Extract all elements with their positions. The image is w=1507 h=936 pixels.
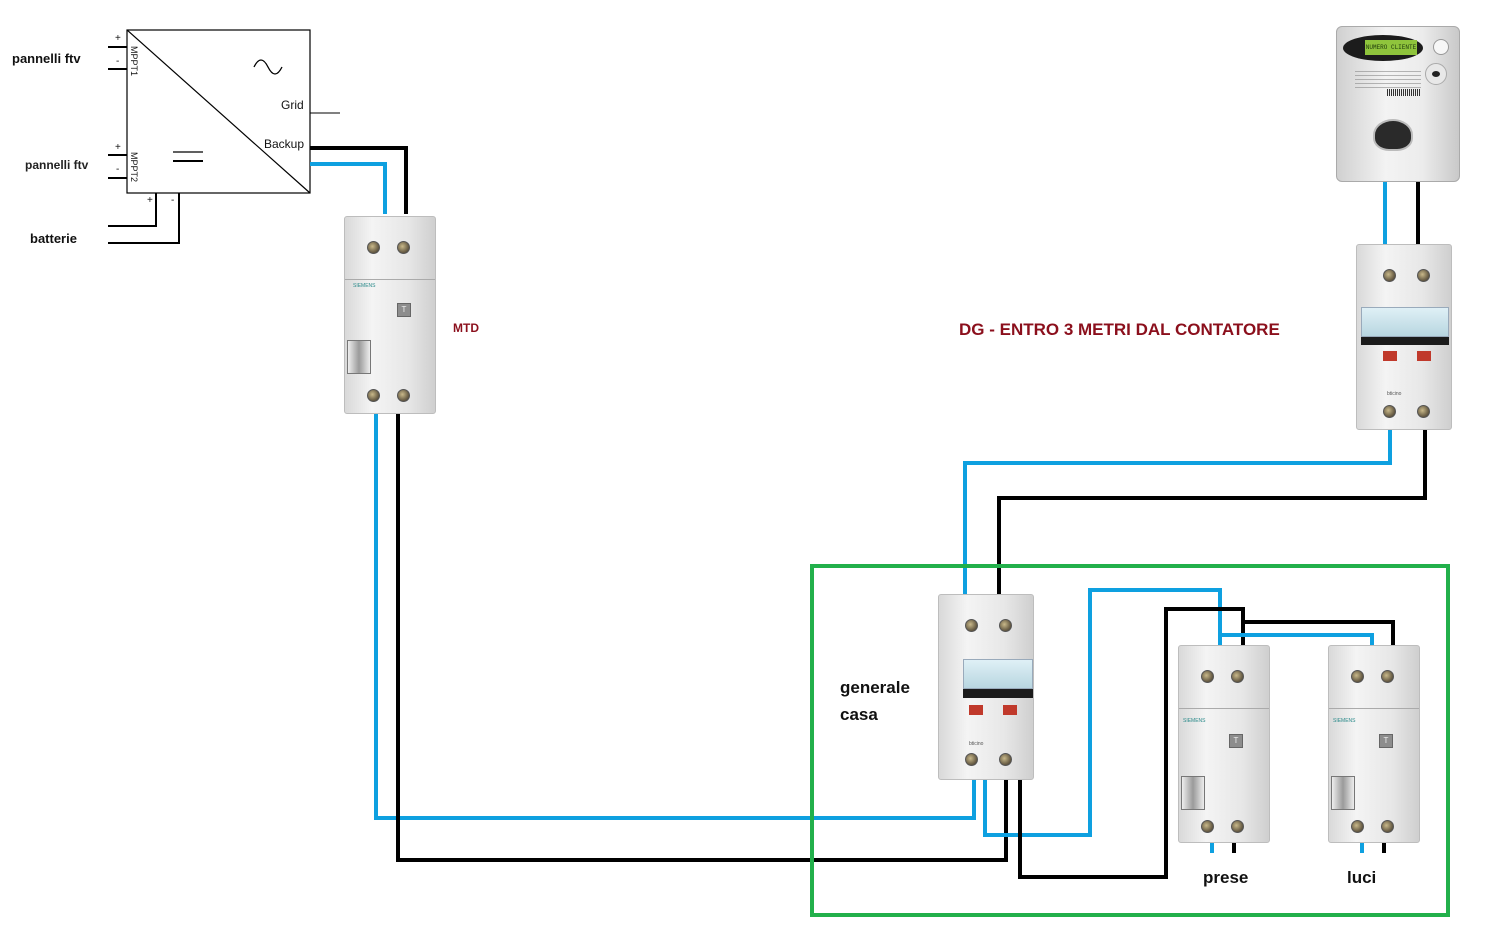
- meter-button[interactable]: [1433, 39, 1449, 55]
- luci-rcbo[interactable]: SIEMENS T: [1328, 645, 1420, 843]
- mppt2-minus-sign: -: [116, 164, 120, 175]
- mppt1-minus-sign: -: [116, 56, 120, 67]
- terminal-screw-icon: [397, 241, 410, 254]
- housing-seam: [1329, 708, 1419, 709]
- battery-minus-sign: -: [171, 195, 175, 206]
- mppt2-plus-sign: +: [115, 142, 121, 153]
- terminal-screw-icon: [1351, 670, 1364, 683]
- inverter-diagonal: [126, 29, 311, 194]
- terminal-screw-icon: [965, 619, 978, 632]
- terminal-screw-icon: [999, 753, 1012, 766]
- housing-seam: [345, 279, 435, 280]
- barcode-icon: [1387, 89, 1421, 96]
- terminal-screw-icon: [1201, 820, 1214, 833]
- backup-label: Backup: [264, 137, 305, 151]
- dg-label: DG - ENTRO 3 METRI DAL CONTATORE: [959, 320, 1280, 339]
- terminal-screw-icon: [1381, 820, 1394, 833]
- toggle-lever[interactable]: [1331, 776, 1355, 810]
- battery-plus-wire: [108, 193, 157, 227]
- dg-main-breaker[interactable]: bticino: [1356, 244, 1452, 430]
- meter-optical-port-icon: [1425, 63, 1447, 85]
- pv2-label: pannelli ftv: [25, 158, 89, 172]
- terminal-screw-icon: [1351, 820, 1364, 833]
- dg-neutral-wire: [963, 420, 1392, 598]
- brand-label: bticino: [1387, 391, 1402, 397]
- toggle-lever-red[interactable]: [1417, 351, 1431, 361]
- housing-seam: [1179, 708, 1269, 709]
- mtd-label: MTD: [453, 321, 479, 335]
- generale-casa-breaker[interactable]: bticino: [938, 594, 1034, 780]
- meter-specs-text: [1355, 71, 1421, 89]
- brand-label: SIEMENS: [353, 283, 376, 289]
- toggle-lever[interactable]: [1181, 776, 1205, 810]
- mtd-rcbo[interactable]: SIEMENS T: [344, 216, 436, 414]
- terminal-screw-icon: [1417, 405, 1430, 418]
- terminal-screw-icon: [965, 753, 978, 766]
- battery-label: batterie: [30, 231, 77, 246]
- terminal-screw-icon: [1383, 405, 1396, 418]
- terminal-screw-icon: [367, 389, 380, 402]
- generale-casa-label-line2: casa: [840, 705, 878, 724]
- terminal-screw-icon: [1231, 820, 1244, 833]
- mtd-neutral-wire: [374, 412, 976, 820]
- mppt1-label: MPPT1: [129, 46, 139, 77]
- mppt2-label: MPPT2: [129, 152, 139, 183]
- terminal-screw-icon: [397, 389, 410, 402]
- backup-phase-wire: [310, 146, 408, 214]
- generale-neutral-out-wire: [983, 588, 1222, 837]
- luci-label: luci: [1347, 868, 1377, 887]
- ac-symbol-icon: [253, 59, 283, 75]
- label-window: [963, 659, 1033, 689]
- grid-label: Grid: [281, 98, 304, 112]
- toggle-lever[interactable]: [347, 340, 371, 374]
- generale-casa-label: generale casa: [840, 674, 910, 728]
- energy-meter: NUMERO CLIENTE: [1336, 26, 1460, 182]
- toggle-lever-red[interactable]: [1383, 351, 1397, 361]
- label-window: [1361, 307, 1449, 337]
- toggle-lever-red[interactable]: [969, 705, 983, 715]
- test-button[interactable]: T: [1229, 734, 1243, 748]
- brand-label: SIEMENS: [1183, 718, 1206, 724]
- brand-label: bticino: [969, 741, 984, 747]
- prese-rcbo[interactable]: SIEMENS T: [1178, 645, 1270, 843]
- test-button[interactable]: T: [1379, 734, 1393, 748]
- pv1-label: pannelli ftv: [12, 51, 81, 66]
- terminal-screw-icon: [1383, 269, 1396, 282]
- luci-neutral-feed-wire: [1222, 633, 1374, 645]
- generale-casa-label-line1: generale: [840, 678, 910, 697]
- terminal-screw-icon: [1201, 670, 1214, 683]
- mtd-phase-wire: [396, 412, 1008, 862]
- terminal-screw-icon: [999, 619, 1012, 632]
- battery-plus-sign: +: [147, 195, 153, 206]
- terminal-screw-icon: [367, 241, 380, 254]
- terminal-screw-icon: [1231, 670, 1244, 683]
- meter-socket-icon: [1373, 119, 1413, 151]
- toggle-bar[interactable]: [1361, 337, 1449, 345]
- terminal-screw-icon: [1417, 269, 1430, 282]
- brand-label: SIEMENS: [1333, 718, 1356, 724]
- toggle-lever-red[interactable]: [1003, 705, 1017, 715]
- mppt1-plus-sign: +: [115, 33, 121, 44]
- house-panel-box: [810, 564, 1450, 917]
- backup-neutral-wire: [310, 162, 387, 214]
- prese-label: prese: [1203, 868, 1249, 887]
- test-button[interactable]: T: [397, 303, 411, 317]
- dg-phase-wire: [997, 420, 1427, 600]
- toggle-bar[interactable]: [963, 689, 1033, 698]
- terminal-screw-icon: [1381, 670, 1394, 683]
- luci-phase-feed-wire: [1243, 620, 1395, 650]
- inverter-box: [126, 29, 311, 194]
- meter-lcd: NUMERO CLIENTE: [1365, 40, 1417, 55]
- battery-minus-wire: [108, 193, 180, 244]
- generale-phase-out-wire: [1018, 607, 1245, 879]
